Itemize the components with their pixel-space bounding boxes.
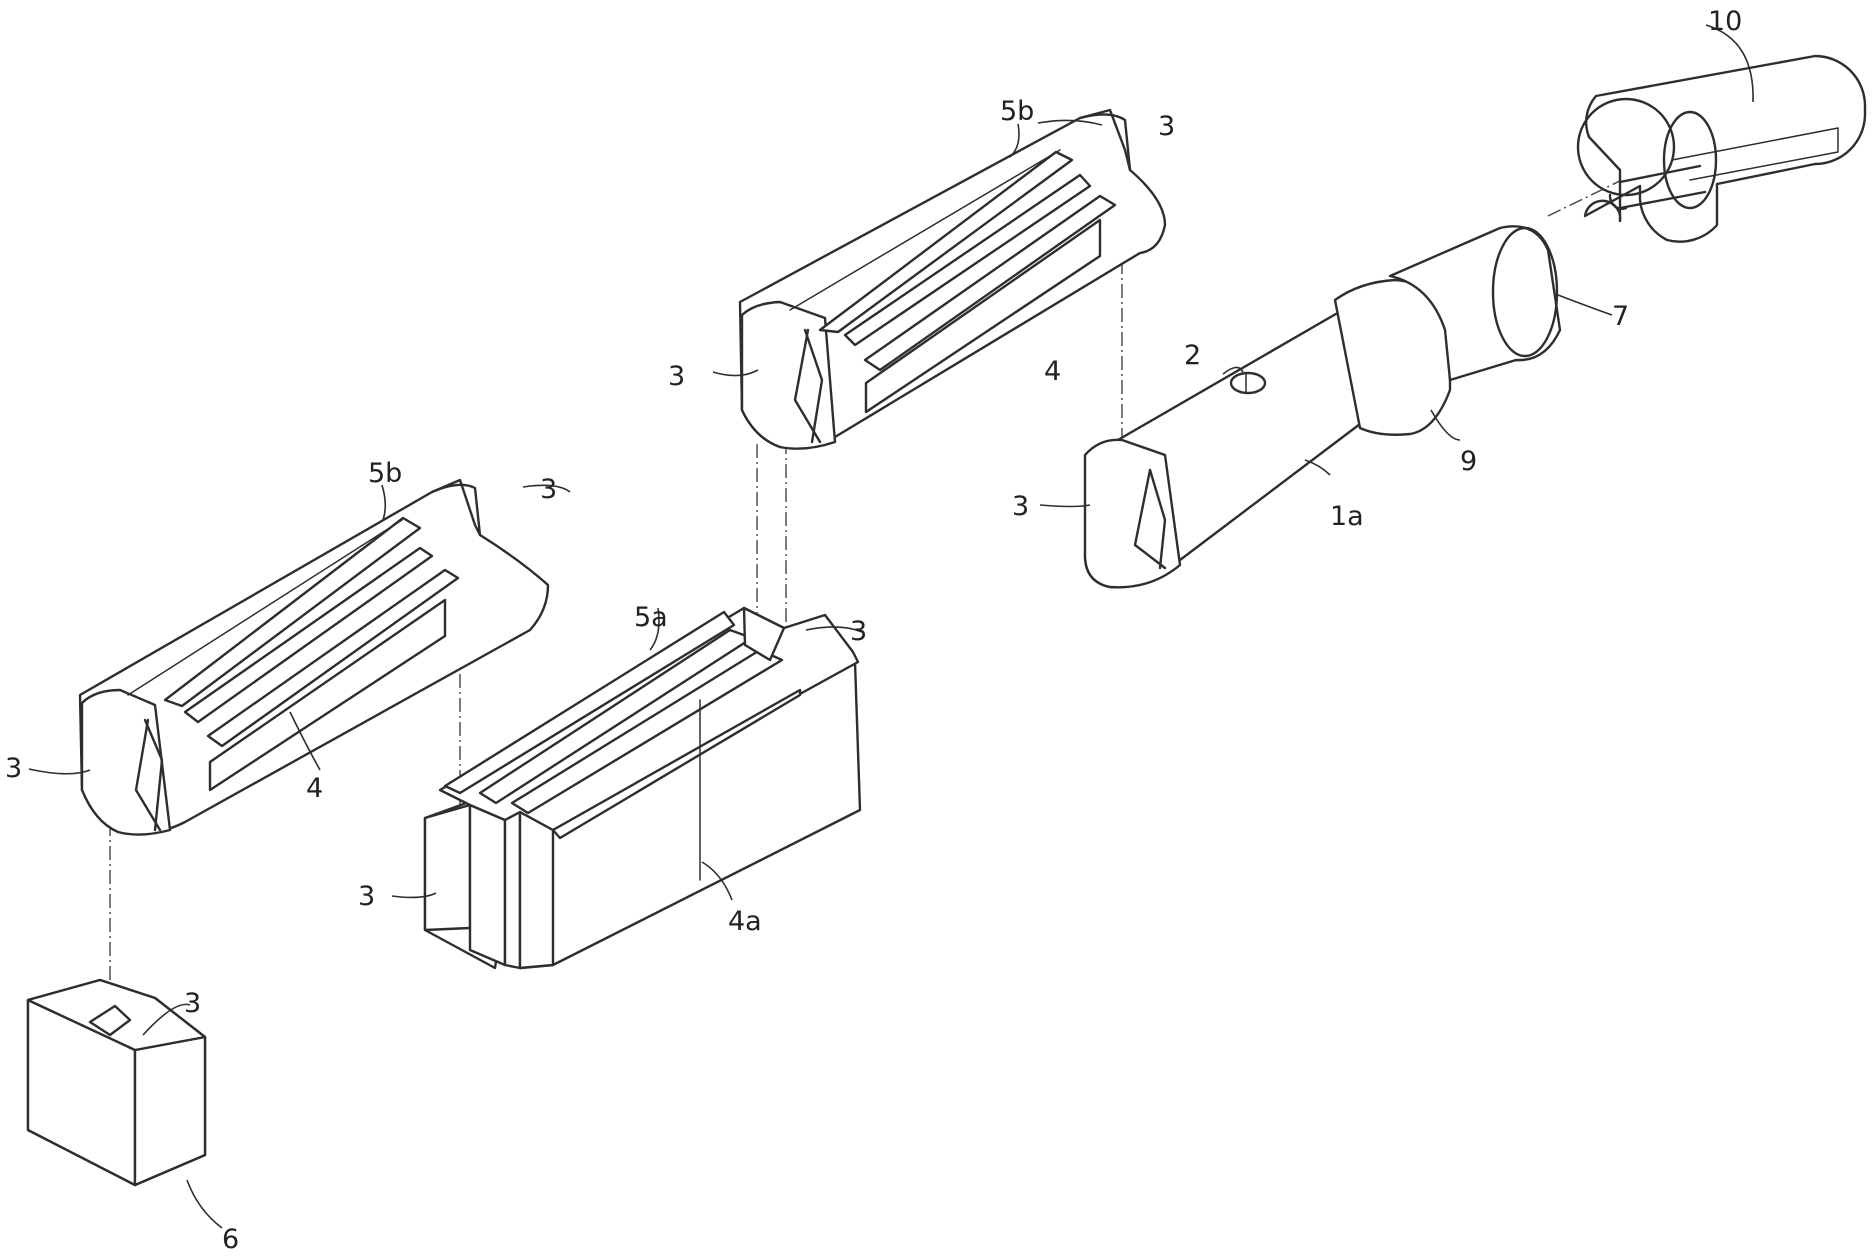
label-4-upper: 4 xyxy=(1044,356,1061,387)
part-4-upper-segment xyxy=(740,110,1165,449)
part-6-cube xyxy=(28,980,205,1185)
label-3-block-front: 3 xyxy=(358,881,375,912)
part-10-pin xyxy=(1578,56,1865,242)
part-4a-block xyxy=(425,608,860,968)
label-1a: 1a xyxy=(1330,501,1364,532)
part-1a-shaft xyxy=(1085,226,1560,587)
label-5b-upper: 5b xyxy=(1000,96,1034,127)
label-7: 7 xyxy=(1612,301,1629,332)
label-5a: 5a xyxy=(634,602,668,633)
label-2: 2 xyxy=(1184,340,1201,371)
label-5b-left: 5b xyxy=(368,458,402,489)
label-3-block: 3 xyxy=(850,616,867,647)
label-6: 6 xyxy=(222,1224,239,1255)
label-3-left-back: 3 xyxy=(540,474,557,505)
label-3-upper-front: 3 xyxy=(668,361,685,392)
label-4a: 4a xyxy=(728,906,762,937)
label-3-left-front: 3 xyxy=(5,753,22,784)
label-4-left: 4 xyxy=(306,773,323,804)
label-10: 10 xyxy=(1708,6,1742,37)
label-3-cube: 3 xyxy=(184,988,201,1019)
label-3-shaft: 3 xyxy=(1012,491,1029,522)
label-9: 9 xyxy=(1460,446,1477,477)
label-3-upper-back: 3 xyxy=(1158,111,1175,142)
